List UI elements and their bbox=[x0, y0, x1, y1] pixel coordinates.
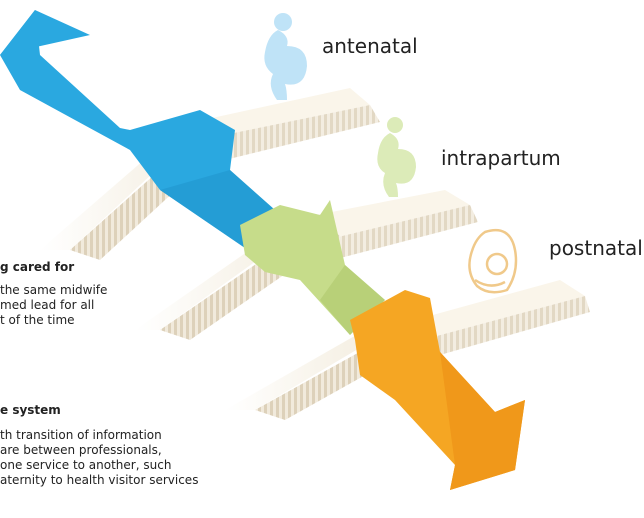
pregnant-woman-green-icon bbox=[377, 117, 416, 197]
section-line: med lead for all bbox=[0, 298, 95, 312]
section-line: aternity to health visitor services bbox=[0, 473, 199, 487]
section-the-system: e system th transition of information ar… bbox=[0, 403, 198, 488]
section-line: t of the time bbox=[0, 313, 75, 327]
section-line: the same midwife bbox=[0, 283, 108, 297]
section-line: one service to another, such bbox=[0, 458, 172, 472]
section-line: th transition of information bbox=[0, 428, 162, 442]
pregnant-woman-blue-icon bbox=[264, 13, 307, 100]
stage-label-antenatal: antenatal bbox=[322, 34, 418, 58]
stage-label-postnatal: postnatal bbox=[549, 236, 643, 260]
section-line: are between professionals, bbox=[0, 443, 162, 457]
mother-and-baby-icon bbox=[468, 228, 518, 294]
section-heading: g cared for bbox=[0, 260, 75, 274]
postnatal-arrow bbox=[350, 290, 525, 490]
stage-label-intrapartum: intrapartum bbox=[441, 146, 561, 170]
section-being-cared-for: g cared for the same midwife med lead fo… bbox=[0, 260, 107, 328]
intrapartum-arrow-band bbox=[240, 200, 385, 335]
section-heading: e system bbox=[0, 403, 61, 417]
